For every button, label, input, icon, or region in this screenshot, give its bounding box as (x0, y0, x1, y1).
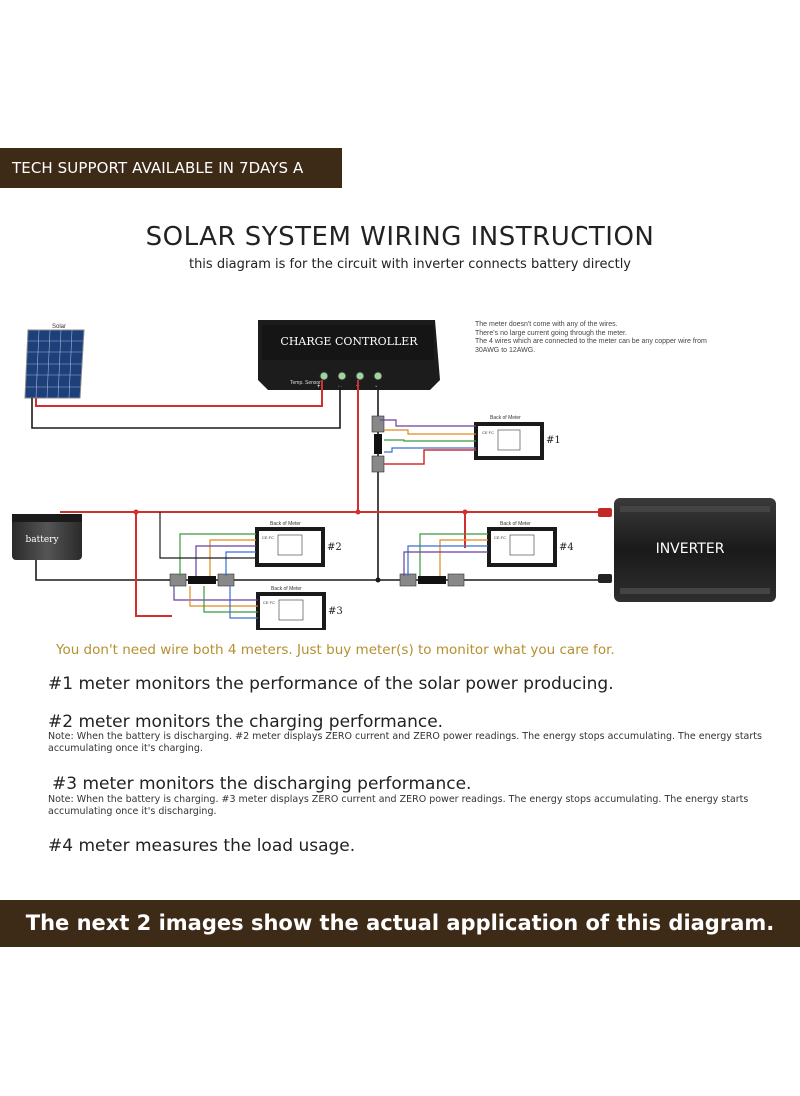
meter1-description: #1 meter monitors the performance of the… (48, 674, 614, 694)
tech-support-banner: TECH SUPPORT AVAILABLE IN 7DAYS A WEEK (0, 148, 342, 217)
meter-3-wires (173, 586, 258, 619)
meter3-note: Note: When the battery is charging. #3 m… (48, 794, 749, 817)
svg-text:CE FC: CE FC (262, 535, 274, 540)
meter-3-back-label: Back of Meter (271, 586, 302, 592)
svg-text:−: − (375, 384, 379, 390)
meter-2-back-label: Back of Meter (270, 521, 301, 527)
temp-sensor-label: Temp. Sensor (290, 380, 321, 386)
solar-wires (31, 380, 341, 429)
meter-4: CE FC Back of Meter #4 (487, 521, 574, 567)
meter-2: CE FC Back of Meter #2 (255, 521, 342, 567)
meter-2-tag: #2 (327, 542, 342, 553)
battery: battery (12, 514, 82, 560)
solar-label: Solar (52, 324, 66, 330)
meter-note-line: The meter doesn't come with any of the w… (475, 321, 618, 328)
page-subtitle: this diagram is for the circuit with inv… (188, 257, 632, 272)
wiring-diagram: Solar CHARGE CONTROLLER Temp. Sensor + −… (12, 320, 776, 630)
meter-2-wires (159, 512, 256, 576)
meter-1: CE FC Back of Meter #1 (474, 415, 561, 460)
meter-note-line: The 4 wires which are connected to the m… (475, 338, 707, 345)
meter-1-back-label: Back of Meter (490, 415, 521, 421)
controller-battery-wires (357, 380, 379, 580)
svg-text:CE FC: CE FC (263, 600, 275, 605)
next-images-banner: The next 2 images show the actual applic… (0, 900, 800, 947)
meter-wire-note: The meter doesn't come with any of the w… (475, 321, 765, 355)
meter-3: CE FC Back of Meter #3 (256, 586, 343, 630)
meter-4-tag: #4 (559, 542, 574, 553)
svg-text:CE FC: CE FC (482, 430, 494, 435)
page-title: SOLAR SYSTEM WIRING INSTRUCTION (145, 222, 655, 252)
inverter-label: INVERTER (656, 541, 725, 557)
meter-1-tag: #1 (546, 435, 561, 446)
charge-controller: CHARGE CONTROLLER Temp. Sensor + − + − (258, 320, 440, 390)
optional-meters-note: You don't need wire both 4 meters. Just … (56, 642, 615, 658)
meter2-note: Note: When the battery is discharging. #… (48, 731, 762, 754)
meter3-description: #3 meter monitors the discharging perfor… (52, 774, 472, 794)
meter-1-wires (380, 419, 476, 465)
meter2-description: #2 meter monitors the charging performan… (48, 712, 444, 732)
meter-4-wires (403, 533, 488, 576)
charge-controller-label: CHARGE CONTROLLER (280, 335, 418, 348)
battery-label: battery (25, 535, 59, 545)
solar-panel: Solar (24, 324, 85, 399)
meter4-description: #4 meter measures the load usage. (48, 836, 356, 856)
inverter: INVERTER (598, 498, 776, 602)
meter-note-line: 30AWG to 12AWG. (475, 346, 536, 354)
meter-4-back-label: Back of Meter (500, 521, 531, 527)
svg-text:+: + (317, 384, 321, 390)
meter-note-line: There's no large current going through t… (475, 329, 627, 337)
shunts (169, 415, 465, 587)
svg-text:CE FC: CE FC (494, 535, 506, 540)
meter-3-tag: #3 (328, 606, 343, 617)
